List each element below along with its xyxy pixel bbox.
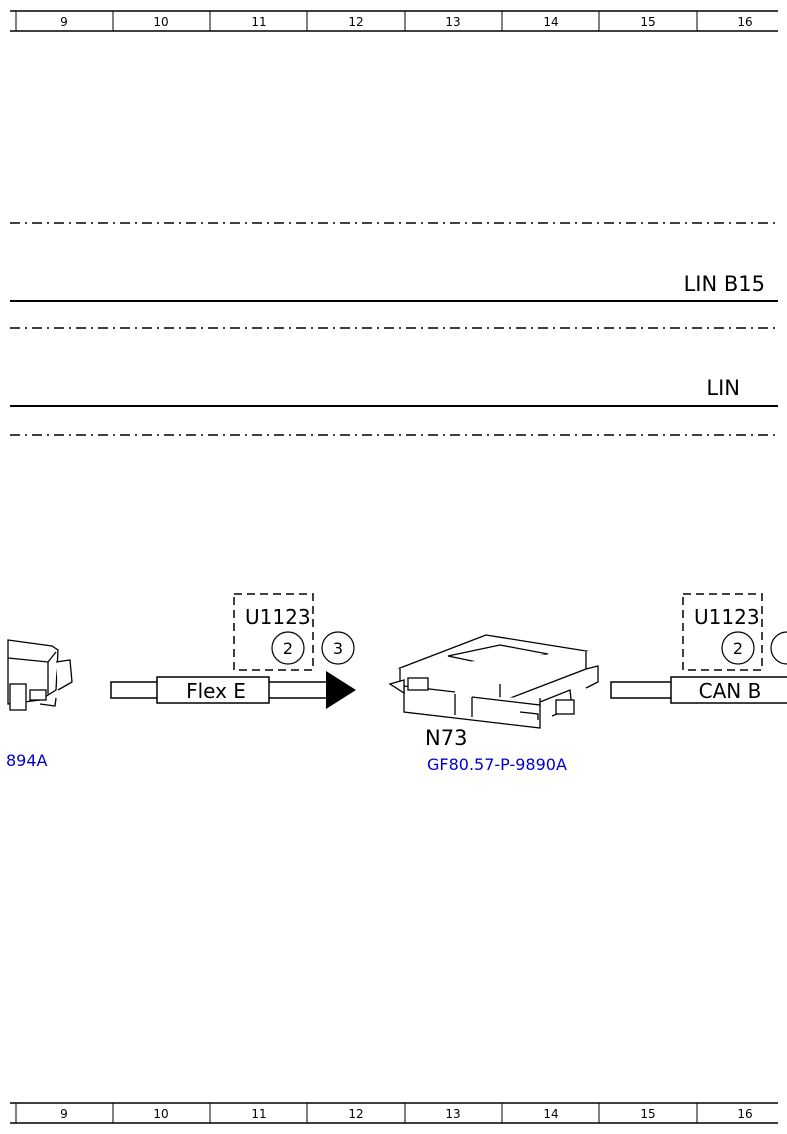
flex-e-label: Flex E — [186, 679, 246, 703]
ruler-col-13: 13 — [445, 15, 460, 29]
bottom-ruler: 9 10 11 12 13 14 15 16 — [10, 1102, 778, 1124]
can-b-label: CAN B — [699, 679, 762, 703]
left-component-ref-link[interactable]: 894A — [6, 751, 48, 770]
fault-code-left: U1123 — [245, 605, 311, 629]
bottom-ruler-col-16: 16 — [737, 1107, 752, 1121]
ruler-col-11: 11 — [251, 15, 266, 29]
control-unit-icon — [388, 634, 599, 729]
fault-code-right: U1123 — [694, 605, 760, 629]
component-ref-link[interactable]: GF80.57-P-9890A — [427, 755, 567, 774]
flex-e-connection: Flex E — [110, 671, 356, 709]
bottom-ruler-col-9: 9 — [60, 1107, 68, 1121]
bus-label-lin: LIN — [706, 376, 740, 400]
circle-marker-2: 2 — [283, 639, 293, 658]
bottom-ruler-col-12: 12 — [348, 1107, 363, 1121]
bottom-ruler-col-11: 11 — [251, 1107, 266, 1121]
ruler-col-14: 14 — [543, 15, 558, 29]
ruler-col-16: 16 — [737, 15, 752, 29]
circle-marker-3-group: 3 — [321, 631, 355, 665]
bus-label-lin-b15: LIN B15 — [684, 272, 765, 296]
ruler-col-10: 10 — [153, 15, 168, 29]
ruler-col-12: 12 — [348, 15, 363, 29]
circle-marker-3: 3 — [333, 639, 343, 658]
ruler-col-15: 15 — [640, 15, 655, 29]
bottom-ruler-col-10: 10 — [153, 1107, 168, 1121]
connector-arrow-icon — [326, 671, 356, 709]
bottom-ruler-col-14: 14 — [543, 1107, 558, 1121]
bus-lin: LIN — [10, 376, 778, 407]
can-b-connection: CAN B — [610, 676, 787, 704]
ruler-col-9: 9 — [60, 15, 68, 29]
partial-circle-right — [770, 631, 787, 665]
bottom-ruler-col-15: 15 — [640, 1107, 655, 1121]
fault-code-box-right: U1123 2 — [682, 593, 787, 671]
component-id-n73: N73 — [425, 726, 467, 750]
left-control-unit-icon — [7, 639, 73, 711]
bottom-ruler-col-13: 13 — [445, 1107, 460, 1121]
fault-code-box-left: U1123 2 — [233, 593, 314, 671]
top-ruler: 9 10 11 12 13 14 15 16 — [10, 10, 778, 32]
circle-marker-2-right: 2 — [733, 639, 743, 658]
bus-lin-b15: LIN B15 — [10, 272, 778, 302]
